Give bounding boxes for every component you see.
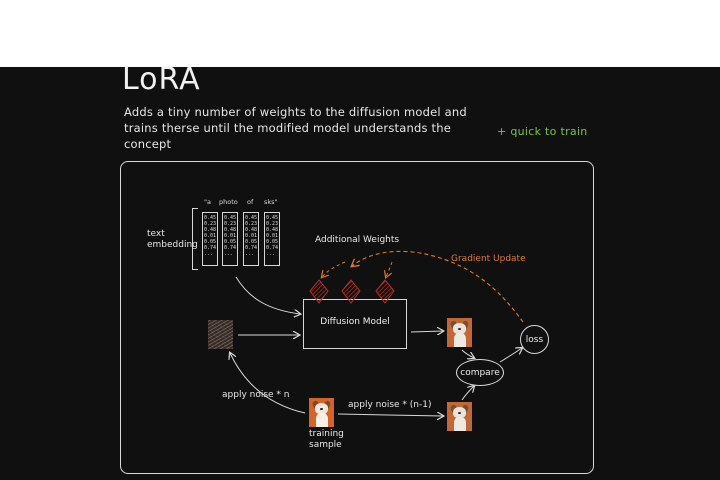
loss-node: loss [520,325,549,354]
embedding-value: 0.01 [266,233,279,239]
embedding-value: ... [266,251,276,257]
predicted-dog-image [447,318,472,347]
embedding-value: 0.05 [245,239,258,245]
embedding-value: 0.23 [245,221,258,227]
model-to-output-arrow [410,331,443,332]
token-label: "a [204,198,211,206]
embedding-value: 0.48 [266,227,279,233]
text-embedding-label-line1: text [147,229,165,239]
embedding-value: 0.74 [245,245,258,251]
embedding-bracket [192,208,198,270]
text-embedding-label-line2: embedding [147,240,198,250]
embedding-value: 0.48 [245,227,258,233]
token-label: of [247,198,254,206]
output-to-compare-arrow [461,349,474,358]
apply-noise-n-arrow [230,353,306,414]
embedding-value: 0.45 [224,215,237,221]
embedding-value: 0.45 [245,215,258,221]
diagram-frame [120,161,594,474]
lora-weight-diamond [375,279,395,304]
embedding-value: ... [204,251,214,257]
embedding-value: 0.23 [266,221,279,227]
embedding-value: 0.23 [224,221,237,227]
embedding-value: 0.05 [224,239,237,245]
embedding-value: 0.48 [224,227,237,233]
embedding-value: ... [245,251,255,257]
page-subtitle: Adds a tiny number of weights to the dif… [124,105,467,151]
embedding-value: 0.74 [224,245,237,251]
embedding-to-model-arrow [235,276,300,314]
page-title: LoRA [122,62,201,97]
embedding-value: 0.05 [266,239,279,245]
gradient-branch [386,261,393,277]
embedding-value: 0.01 [204,233,217,239]
token-label: sks" [264,198,278,206]
embedding-value: 0.05 [204,239,217,245]
additional-weights-label: Additional Weights [315,235,400,245]
lora-weight-diamond [341,279,361,304]
embedding-value: 0.74 [266,245,279,251]
embedding-value: 0.45 [204,215,217,221]
training-sample-label-line2: sample [309,440,342,450]
embedding-value: 0.48 [204,227,217,233]
embedding-column: 0.45 0.23 0.48 0.01 0.05 0.74 ... [202,212,218,266]
diffusion-model-box: Diffusion Model [303,299,407,349]
embedding-value: 0.01 [245,233,258,239]
embedding-value: 0.74 [204,245,217,251]
sample-to-compare-arrow [461,386,474,401]
embedding-column: 0.45 0.23 0.48 0.01 0.05 0.74 ... [243,212,259,266]
noisy-latent-image [208,320,233,349]
embedding-value: 0.23 [204,221,217,227]
noised-sample-image [447,402,472,431]
compare-label: compare [460,367,500,378]
apply-noise-n-label: apply noise * n [222,390,290,400]
token-label: photo [219,198,238,206]
embedding-value: 0.45 [266,215,279,221]
training-sample-image [309,398,334,427]
apply-noise-n-minus-1-label: apply noise * (n-1) [348,400,432,410]
pro-note: + quick to train [497,125,588,138]
embedding-value: 0.01 [224,233,237,239]
gradient-update-label: Gradient Update [451,254,526,264]
embedding-value: ... [224,251,234,257]
lora-weight-diamond [309,279,329,304]
compare-node: compare [456,359,504,386]
loss-label: loss [525,334,544,345]
lora-weight-diamonds [309,279,395,304]
gradient-branch [322,261,346,277]
embedding-column: 0.45 0.23 0.48 0.01 0.05 0.74 ... [222,212,238,266]
apply-noise-n-minus-1-arrow [337,414,443,416]
gradient-update-arrow [352,250,524,323]
embedding-column: 0.45 0.23 0.48 0.01 0.05 0.74 ... [264,212,280,266]
compare-to-loss-arrow [499,348,522,363]
training-sample-label-line1: training [309,429,344,439]
diffusion-model-label: Diffusion Model [320,317,390,327]
